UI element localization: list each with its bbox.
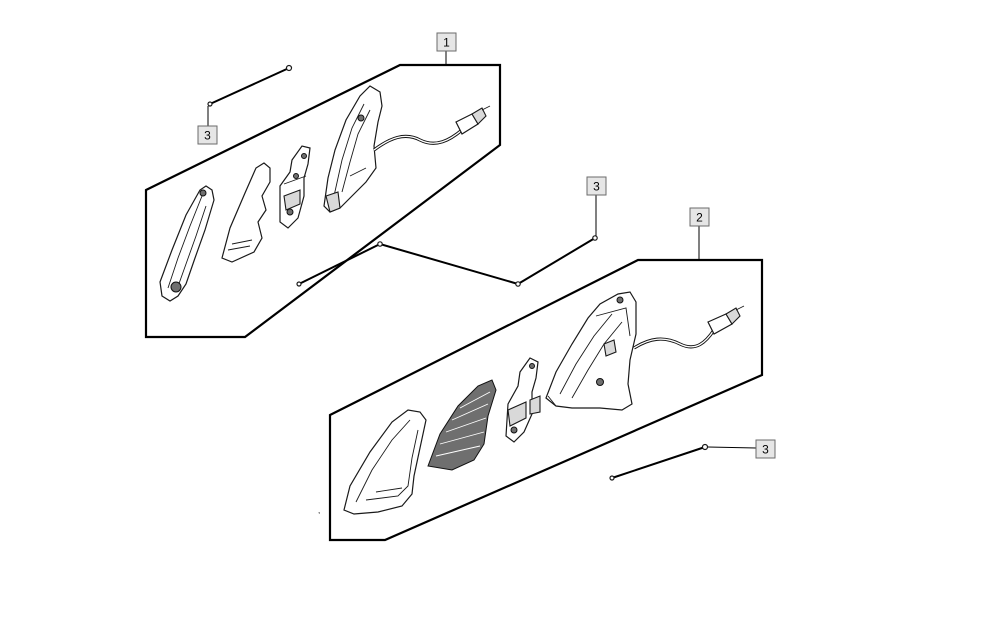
svg-text:,: , xyxy=(318,506,320,515)
assembly-2: , xyxy=(318,258,764,542)
assembly-2-frame xyxy=(328,258,764,542)
assembly-2-housing xyxy=(545,291,637,411)
assembly-2-reflector xyxy=(427,379,497,471)
assembly-2-lens xyxy=(343,409,427,515)
callout-3-bottom-label: 3 xyxy=(762,443,769,457)
assembly-1-lens xyxy=(159,185,215,302)
assembly-1-bracket xyxy=(279,145,311,229)
assembly-1-frame xyxy=(144,63,502,339)
callout-1-label: 1 xyxy=(443,36,450,50)
assembly-1-reflector xyxy=(221,162,271,263)
callout-3-bottom: 3 xyxy=(755,439,776,459)
screw-3-top xyxy=(207,64,293,107)
callout-1: 1 xyxy=(436,32,457,52)
assembly-2-harness xyxy=(633,305,745,350)
leader-3c xyxy=(707,446,757,449)
screw-3-bottom xyxy=(609,443,709,481)
callout-3-middle: 3 xyxy=(586,176,607,196)
assembly-1-housing xyxy=(323,85,383,213)
callout-2-label: 2 xyxy=(696,211,703,225)
assembly-1 xyxy=(144,63,502,339)
assembly-2-bracket xyxy=(505,357,541,443)
callout-3-middle-label: 3 xyxy=(593,180,600,194)
callout-3-top-label: 3 xyxy=(204,129,211,143)
callout-2: 2 xyxy=(689,207,710,227)
callout-3-top: 3 xyxy=(197,125,218,145)
screw-3-middle xyxy=(296,235,598,287)
assembly-1-harness xyxy=(373,105,491,152)
